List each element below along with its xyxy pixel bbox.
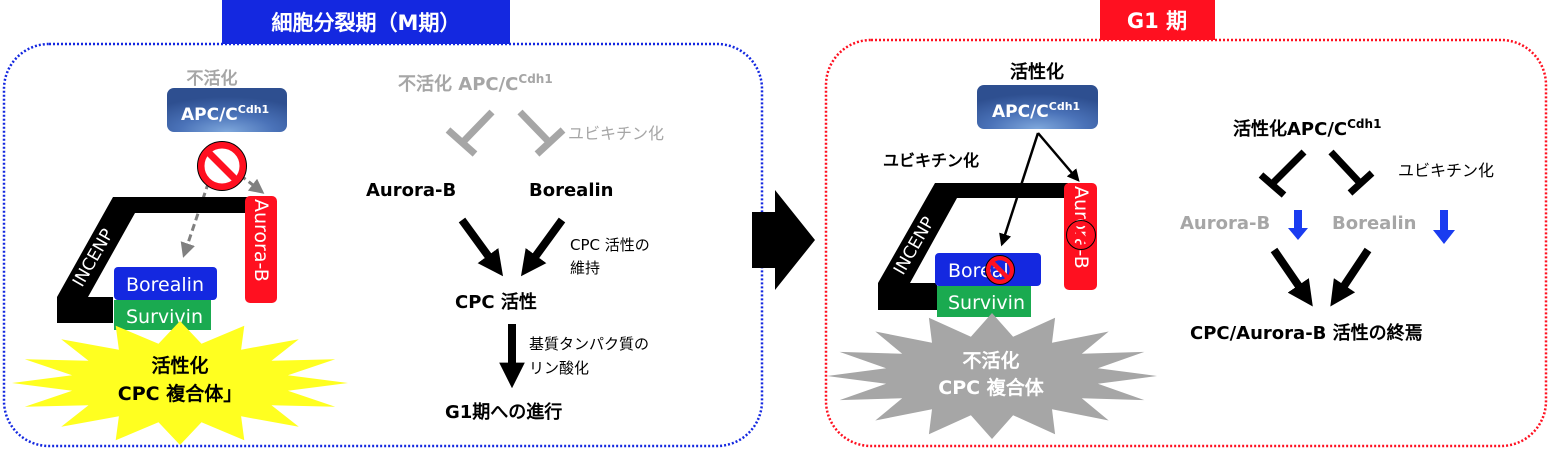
flow-apc-label: 不活化 APC/CCdh1 [398,72,553,95]
g1-panel-border [824,38,1548,448]
g1-flow-borealin: Borealin [1332,213,1416,234]
apc-state-label: 不活化 [187,68,238,89]
g1-survivin-box [937,286,1031,317]
mitosis-panel: 細胞分裂期（M期） 不活化 APC/CCdh1 INCENP Borealin … [2,0,764,448]
maintain-line1: CPC 活性の [570,236,650,254]
g1-ubiquitination: ユビキチン化 [883,151,979,170]
g1-apc-label: APC/CCdh1 [992,100,1080,122]
flow-borealin: Borealin [529,180,613,201]
g1-flow-aurora: Aurora-B [1180,213,1270,234]
maintain-line2: 維持 [570,259,600,277]
decrease-arrow-icon-aurora [1288,210,1308,240]
phospho-line2: リン酸化 [529,359,589,377]
g1-apc-state: 活性化 [1010,61,1064,83]
inactive-cpc-burst [827,313,1157,439]
phospho-line1: 基質タンパク質の [529,335,649,353]
active-cpc-burst [12,321,348,445]
g1-flow-apc: 活性化APC/CCdh1 [1233,117,1381,140]
arrow-apc-to-aurora [1037,132,1080,182]
g1-flow-ubiquitination: ユビキチン化 [1398,161,1494,180]
inactive-cpc-line2: CPC 複合体 [938,376,1044,399]
apc-label: APC/CCdh1 [181,103,269,125]
cpc-activity: CPC 活性 [455,291,537,313]
survivin-box [114,300,211,330]
arrow-aurora-to-cpc [458,217,504,277]
arrow-borealin-to-end [1330,247,1372,307]
aurora-label: Aurora-B [250,199,272,282]
flow-aurora: Aurora-B [366,180,456,201]
prohibition-icon [197,141,247,191]
aurora-box [245,196,277,303]
mitosis-title-banner [222,0,510,44]
g1-flow-result: CPC/Aurora-B 活性の終焉 [1190,322,1423,344]
inhibition-arrows-black [1258,149,1375,198]
prohibition-icon-borealin [985,255,1015,285]
borealin-box [114,267,217,300]
prohibition-icon-aurora [1066,220,1096,250]
active-cpc-line1: 活性化 [151,354,208,377]
arrow-borealin-to-cpc [520,217,566,277]
g1-panel: G1 期 活性化 APC/CCdh1 ユビキチン化 INCENP Boreali… [824,0,1548,448]
g1-title: G1 期 [1127,9,1187,33]
g1-incenp-shape [878,183,1068,310]
apc-box [167,88,287,132]
g1-apc-box [977,85,1098,129]
g1-survivin-label: Survivin [948,292,1025,314]
inactive-cpc-line1: 不活化 [962,349,1019,372]
inhibition-arrows-gray [445,109,566,157]
transition-arrow-icon [752,190,815,290]
arrow-aurora-to-end [1270,247,1313,307]
mitosis-title: 細胞分裂期（M期） [272,11,461,35]
incenp-shape [57,197,248,323]
borealin-label: Borealin [126,274,204,296]
progress-g1: G1期への進行 [445,401,562,423]
flow-ubiquitination: ユビキチン化 [568,124,664,143]
g1-title-banner [1100,0,1215,40]
arrow-apc-to-borealin [999,132,1040,247]
active-cpc-line2: CPC 複合体」 [118,382,242,405]
decrease-arrow-icon-borealin [1433,210,1455,244]
survivin-label: Survivin [126,306,203,328]
